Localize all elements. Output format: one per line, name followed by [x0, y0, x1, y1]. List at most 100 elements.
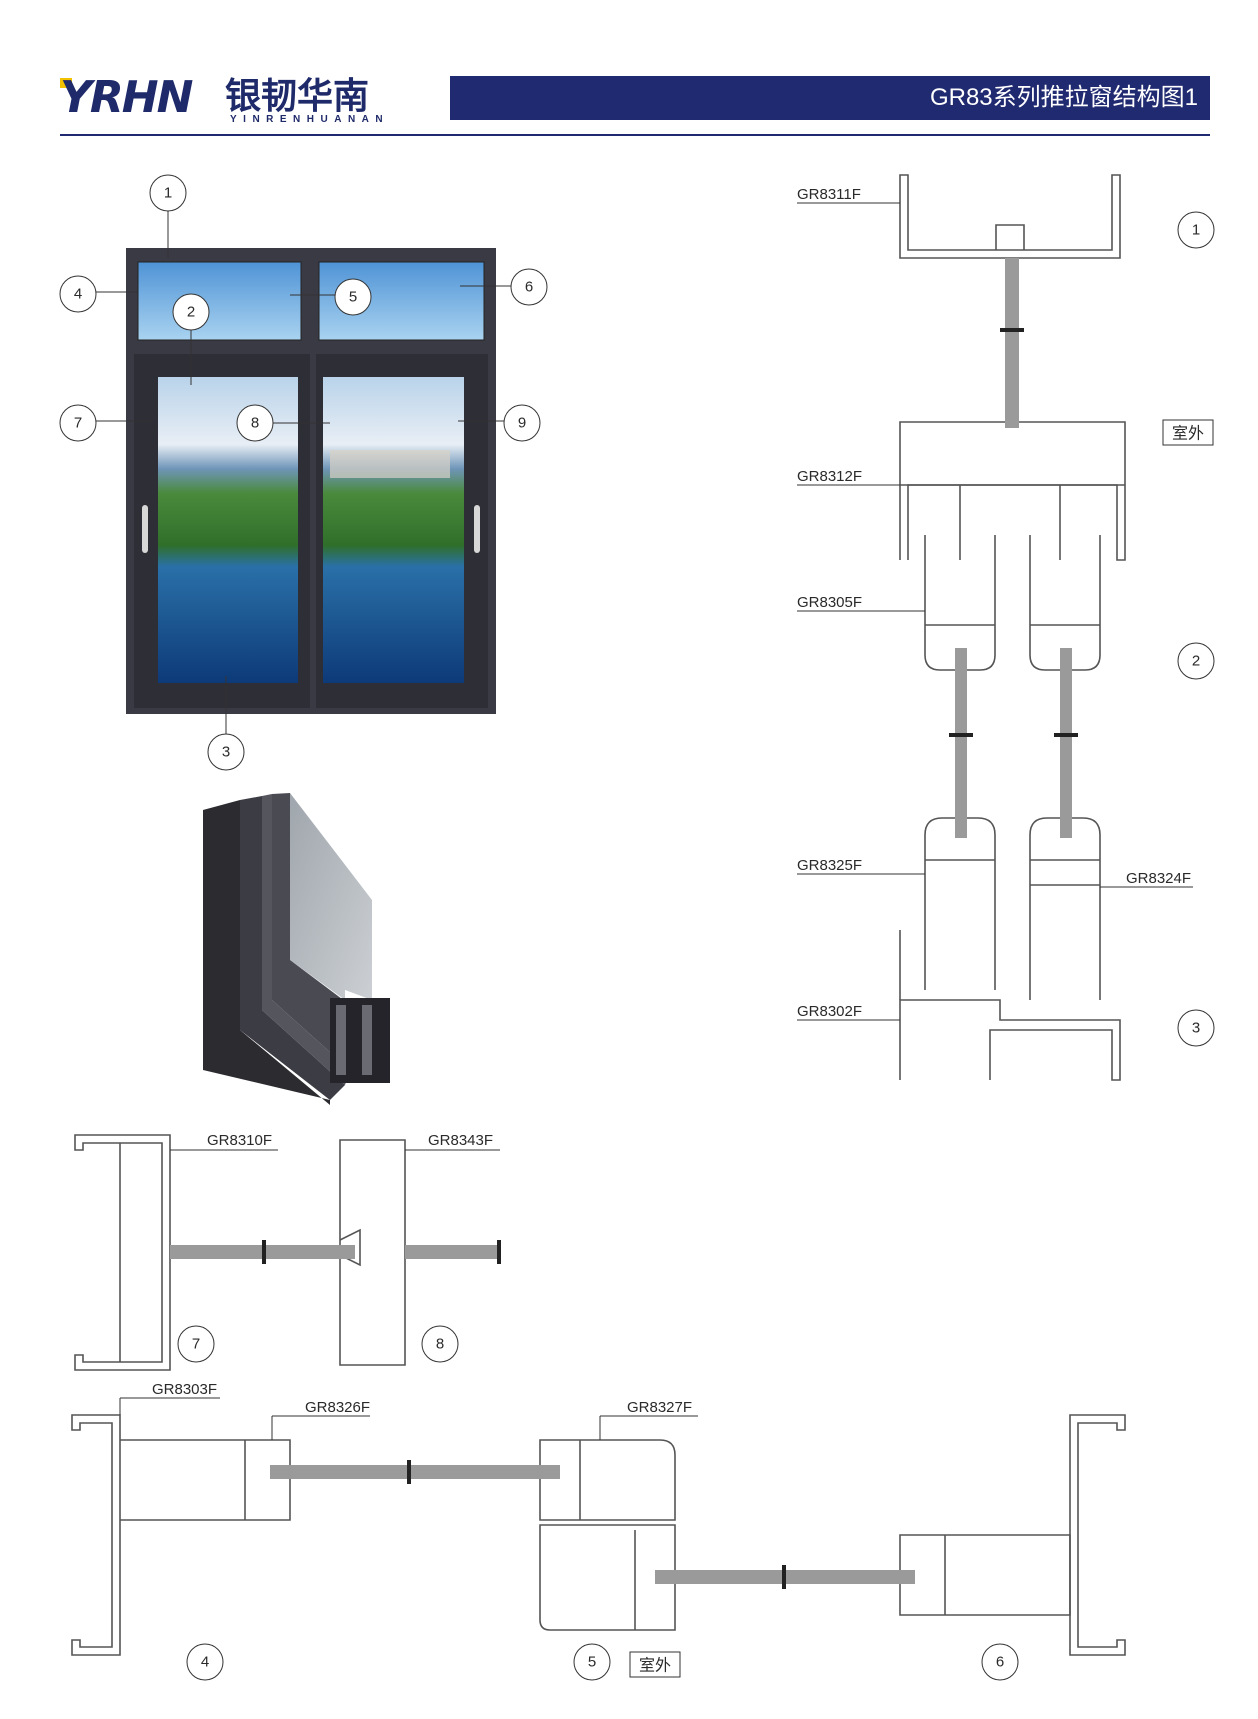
callout-circle [510, 268, 548, 306]
section-callout-6: 6 [996, 1654, 1004, 1671]
section-callout-5: 5 [588, 1654, 596, 1671]
top-glass-left [137, 261, 302, 341]
profile-gr8324f-webs [1030, 859, 1100, 886]
profile-gr8311f-clip [995, 224, 1025, 250]
callout-circle [149, 174, 187, 212]
glass-spacer [407, 1460, 411, 1484]
logo-chinese-name: 银韧华南 [225, 75, 370, 116]
profile-gr8312f [899, 421, 1126, 561]
window-callout-9: 9 [518, 415, 526, 432]
window-callout-4: 4 [74, 286, 82, 303]
callout-circle [59, 404, 97, 442]
logo-english-name: YINRENHUANAN [230, 114, 390, 125]
outside-box [629, 1651, 681, 1678]
glass-spacer [497, 1240, 501, 1264]
callout-circle [236, 404, 274, 442]
window-callout-2: 2 [187, 304, 195, 321]
header-rule [60, 134, 1210, 136]
outside-label-top: 室外 [1172, 424, 1204, 443]
callout-circle [59, 275, 97, 313]
glass-spacer [1054, 733, 1078, 737]
callout-circle [573, 1643, 611, 1681]
brand-logo: YRHN 银韧华南 YINRENHUANAN [60, 72, 430, 125]
profile-3d-corner [203, 793, 390, 1105]
callout-circle [503, 404, 541, 442]
label-gr8312f: GR8312F [797, 468, 862, 485]
label-gr8326f: GR8326F [305, 1399, 370, 1416]
window-leader-lines [94, 207, 511, 734]
callout-circle [334, 278, 372, 316]
vertical-section-leaders [797, 202, 1193, 1021]
callout-circle [177, 1325, 215, 1363]
callout-circle [172, 293, 210, 331]
profile-gr8325f [924, 817, 996, 990]
bottom-section-profiles [71, 1414, 1126, 1656]
profile-interlock [539, 1524, 676, 1631]
glass-pane-jamb-right [405, 1245, 500, 1259]
right-handle [474, 505, 480, 553]
profile-gr8326f-box [120, 1439, 291, 1521]
window-callout-5: 5 [349, 289, 357, 306]
profile-gr8343f [339, 1139, 406, 1366]
callout-circle [1177, 211, 1215, 249]
glass-pane-sash-left [955, 648, 967, 838]
callout-circle [981, 1643, 1019, 1681]
vertical-section-callouts: 1 2 3 室外 [1162, 211, 1215, 1047]
logo-accent-shape [60, 78, 72, 88]
window-callouts: 1 2 3 4 5 6 7 8 9 [59, 174, 548, 771]
glass-panes-bottom [270, 1460, 915, 1589]
window-callout-7: 7 [74, 415, 82, 432]
label-gr8302f: GR8302F [797, 1003, 862, 1020]
callout-circle [421, 1325, 459, 1363]
section-callout-4: 4 [201, 1654, 209, 1671]
label-gr8327f: GR8327F [627, 1399, 692, 1416]
profile-gr8312f-legs [959, 485, 1061, 560]
outside-box [1162, 419, 1214, 446]
glass-panes-vertical [949, 258, 1078, 838]
glass-panes-jamb [170, 1240, 501, 1264]
section-callout-7: 7 [192, 1336, 200, 1353]
glass-spacer [782, 1565, 786, 1589]
profile-gr8302f [899, 999, 1121, 1081]
glass-pane-bottom-left [270, 1465, 560, 1479]
window-callout-6: 6 [525, 279, 533, 296]
callout-circle [1177, 642, 1215, 680]
label-gr8311f: GR8311F [797, 186, 861, 203]
section-callout-1: 1 [1192, 222, 1200, 239]
glass-spacer [262, 1240, 266, 1264]
callout-circle [1177, 1009, 1215, 1047]
bottom-section-labels: GR8303F GR8326F GR8327F 4 5 6 室外 [152, 1381, 1019, 1681]
left-sash-glass [158, 377, 298, 683]
callout-circle [207, 733, 245, 771]
outside-label-bottom: 室外 [639, 1656, 671, 1675]
glass-pane-top [1005, 258, 1019, 428]
window-callout-3: 3 [222, 744, 230, 761]
glass-spacer [949, 733, 973, 737]
label-gr8303f: GR8303F [152, 1381, 217, 1398]
left-handle [142, 505, 148, 553]
title-bar: GR83系列推拉窗结构图1 [450, 76, 1210, 120]
logo-mark: YRHN [60, 72, 193, 123]
profile-gr8324f [1029, 817, 1101, 1000]
profile-gr8311f [899, 174, 1121, 259]
section-callout-2: 2 [1192, 653, 1200, 670]
window-callout-1: 1 [164, 185, 172, 202]
label-gr8343f: GR8343F [428, 1132, 493, 1149]
vertical-section-labels: GR8311F GR8312F GR8305F GR8325F GR8324F … [797, 186, 1191, 1020]
section-callout-3: 3 [1192, 1020, 1200, 1037]
profile-right-frame [1069, 1414, 1126, 1656]
right-sash-glass [323, 377, 464, 683]
profile-right-sash [899, 1534, 1071, 1616]
jamb-section-labels: GR8310F GR8343F 7 8 [177, 1132, 493, 1363]
section-callout-8: 8 [436, 1336, 444, 1353]
label-gr8325f: GR8325F [797, 857, 862, 874]
label-gr8305f: GR8305F [797, 594, 862, 611]
bottom-section-leaders [119, 1397, 698, 1440]
resort-building [330, 450, 450, 478]
glass-spacer [1000, 328, 1024, 332]
page-title: GR83系列推拉窗结构图1 [929, 84, 1198, 111]
callout-circle [186, 1643, 224, 1681]
profile-gr8303f [71, 1414, 121, 1656]
window-callout-8: 8 [251, 415, 259, 432]
